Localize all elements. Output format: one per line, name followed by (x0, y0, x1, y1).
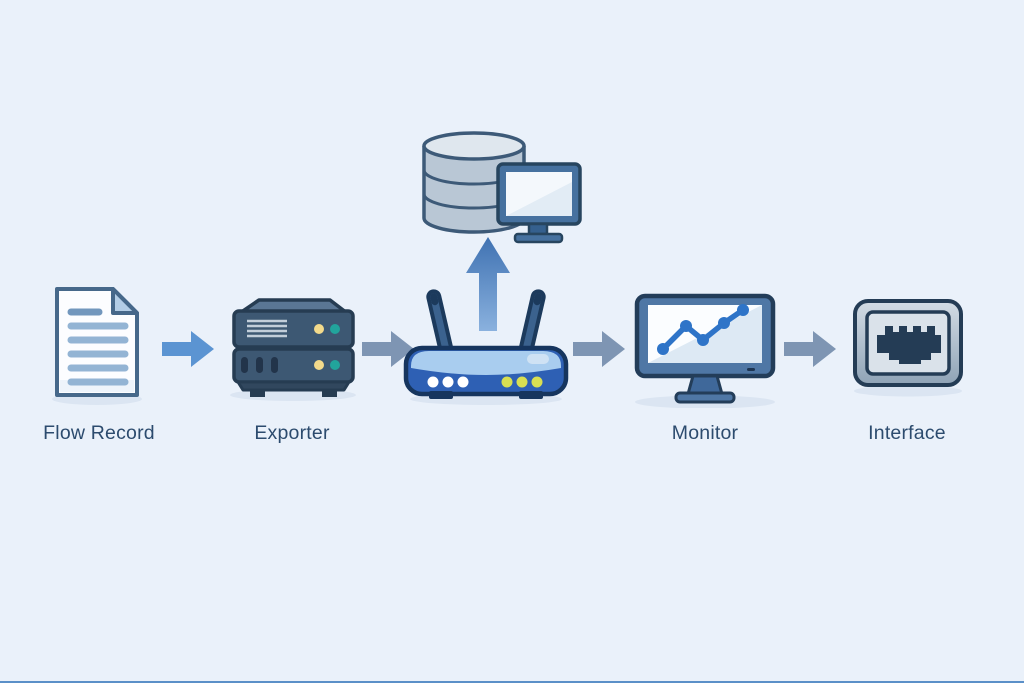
bottom-edge-rule (0, 681, 1024, 683)
interface-node (849, 297, 967, 397)
server-stack-icon (230, 298, 356, 401)
arrow-router-to-collector (466, 237, 510, 331)
right-arrow-icon (162, 331, 214, 367)
ethernet-port-icon (853, 299, 963, 397)
right-arrow-icon (362, 331, 414, 367)
exporter-node (226, 296, 361, 401)
arrow-monitor-to-interface (784, 329, 836, 369)
up-arrow-icon (466, 237, 510, 331)
arrow-flow-record-to-exporter (162, 329, 214, 369)
router-node (401, 282, 571, 406)
arrow-router-to-monitor (573, 329, 625, 369)
monitor-line-chart-icon (634, 293, 776, 408)
database-with-monitor-icon (422, 131, 582, 244)
exporter-label: Exporter (254, 422, 330, 444)
arrow-exporter-to-router (362, 329, 414, 369)
wireless-router-icon (403, 289, 569, 405)
document-icon (52, 287, 142, 405)
right-arrow-icon (784, 331, 836, 367)
monitor-label: Monitor (671, 422, 739, 444)
collector-node (412, 122, 587, 250)
monitor-node (629, 292, 781, 408)
flow-record-label: Flow Record (43, 422, 155, 444)
flow-record-node (47, 287, 147, 405)
right-arrow-icon (573, 331, 625, 367)
interface-label: Interface (868, 422, 946, 444)
